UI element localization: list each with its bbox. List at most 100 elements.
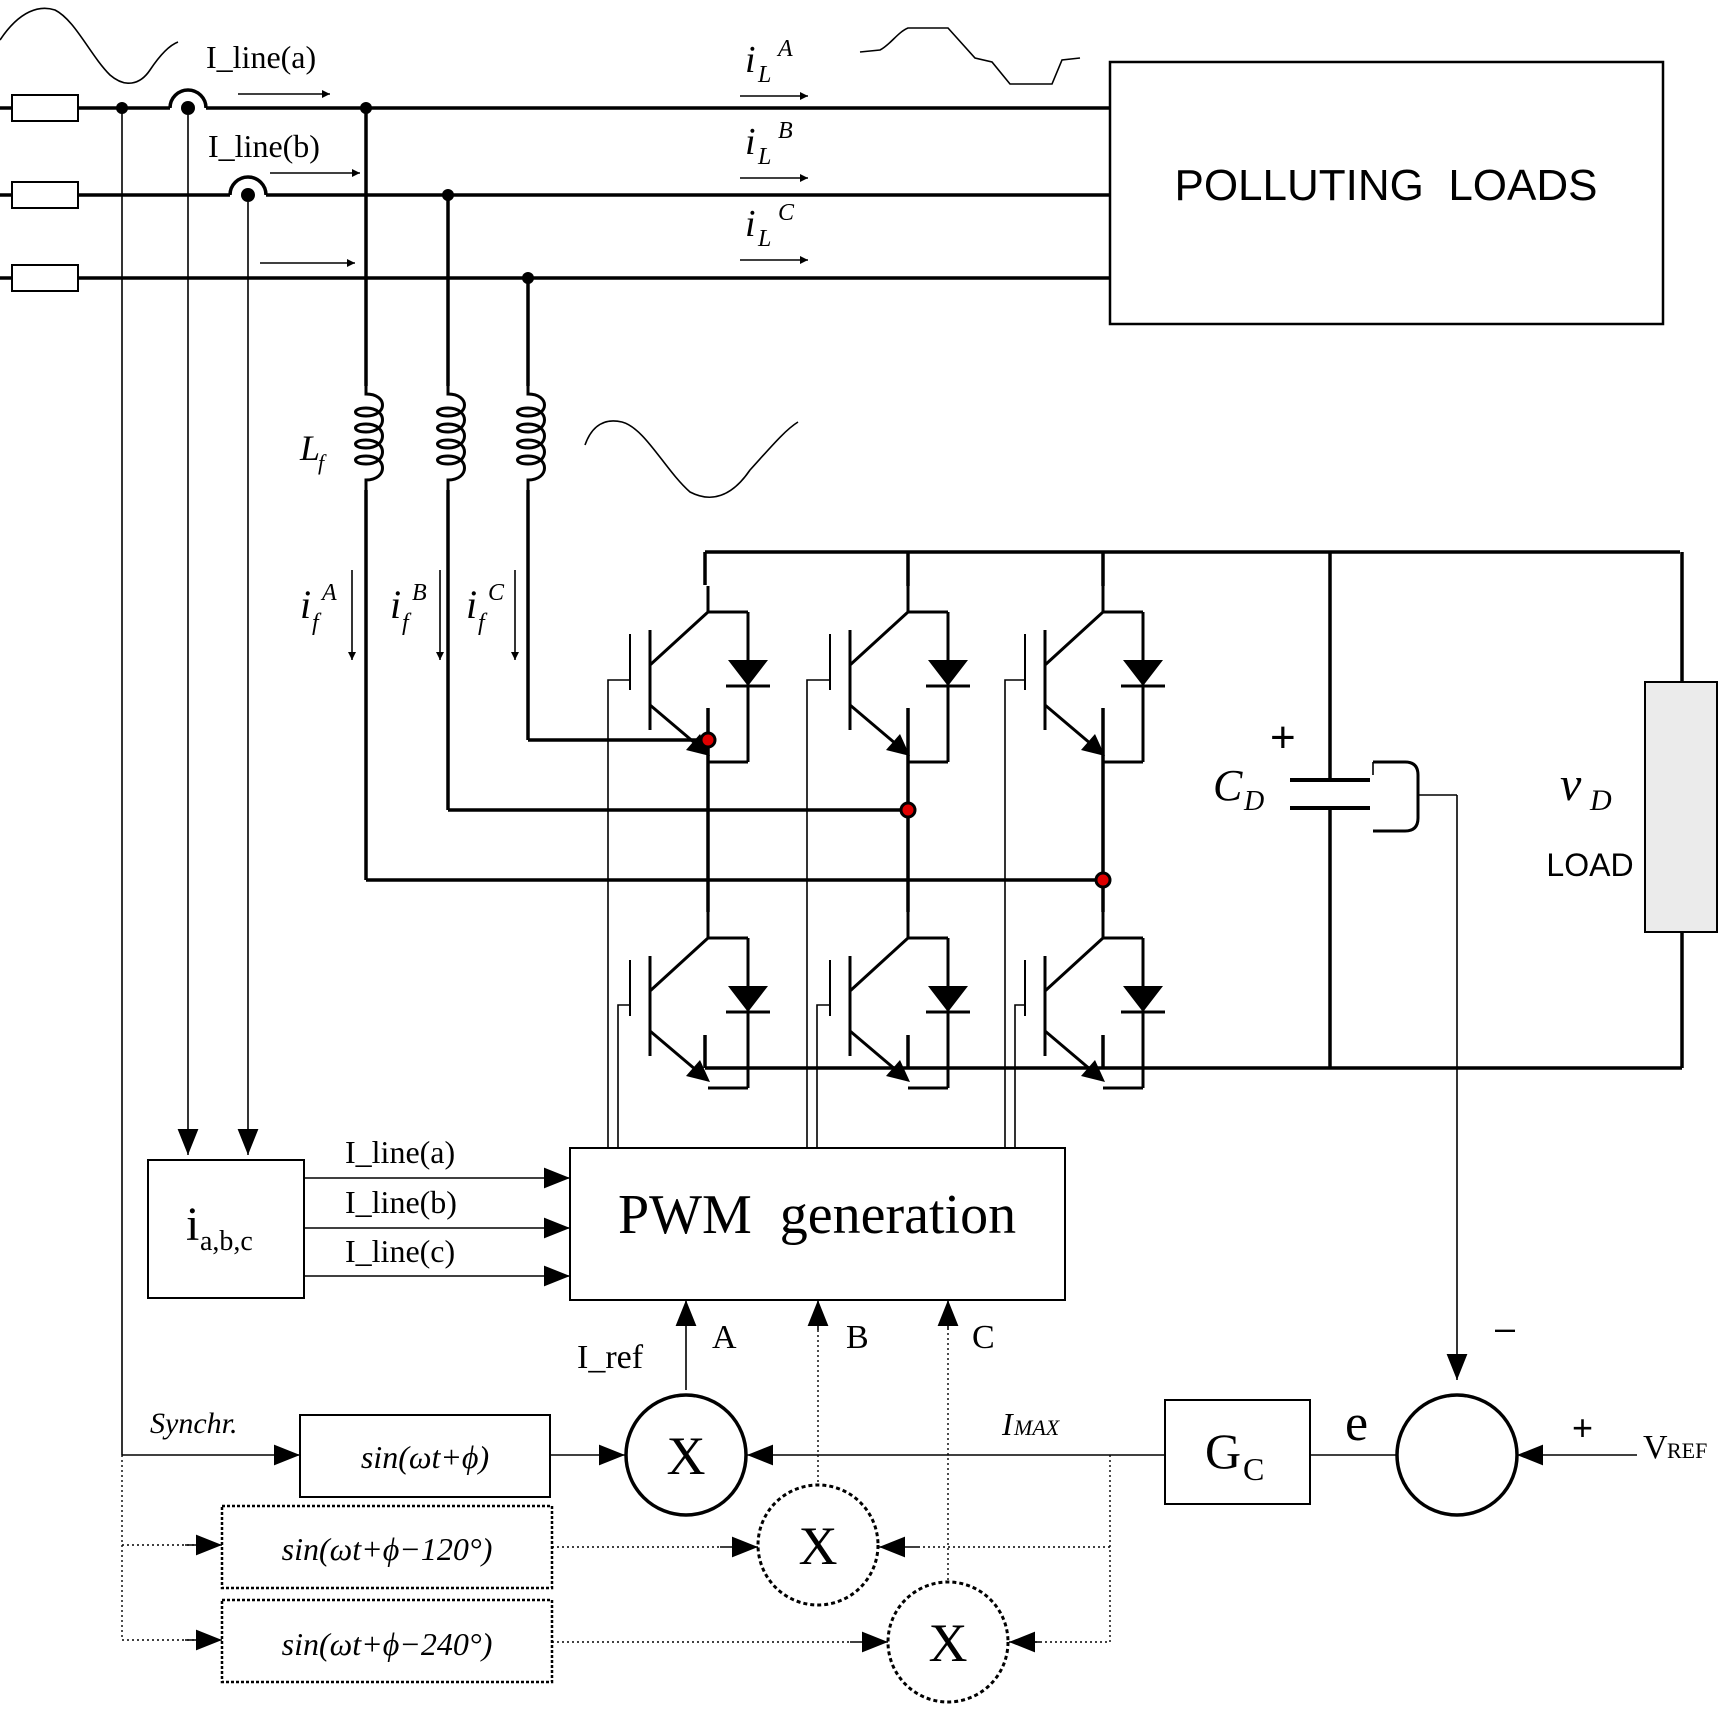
filter-branch-wires xyxy=(364,108,1103,882)
junction-node xyxy=(360,102,372,114)
dc-voltage-label: v D xyxy=(1560,758,1612,817)
source-impedance-a xyxy=(11,94,79,122)
load-current-symbol: i xyxy=(745,121,756,163)
dc-voltage-subscript: D xyxy=(1589,784,1612,817)
sine-generator-c-label: sin(ωt+ϕ−240°) xyxy=(282,1626,493,1662)
igbt-lower-b xyxy=(828,910,972,1090)
capacitor-symbol: C xyxy=(1213,761,1243,810)
filter-inductor-b xyxy=(436,384,466,492)
pwm-generation-block xyxy=(569,1147,1066,1301)
filter-current-symbol: i xyxy=(390,582,401,627)
load-current-subscript: L xyxy=(757,62,771,88)
imax-symbol: I xyxy=(1001,1406,1014,1442)
igbt-lower-a xyxy=(628,910,772,1090)
reference-c-label: C xyxy=(972,1319,995,1356)
multiplier-b xyxy=(756,1483,880,1607)
phase-node-c xyxy=(1094,871,1112,889)
filter-current-c-superscript: C xyxy=(488,580,505,606)
multiplier-a xyxy=(624,1393,748,1517)
current-sensor-a xyxy=(181,101,195,115)
voltage-reference-symbol: V xyxy=(1643,1429,1668,1466)
junction-node xyxy=(442,189,454,201)
dc-capacitor-label: C D xyxy=(1213,761,1264,817)
inductor-symbol: L xyxy=(299,428,320,468)
dc-voltage-sensor xyxy=(1373,760,1420,833)
sine-generator-c xyxy=(220,1598,554,1684)
error-signal-label: e xyxy=(1345,1395,1368,1452)
polluting-loads-box xyxy=(1108,60,1665,326)
load-current-symbol: i xyxy=(745,203,756,245)
load-current-waveform xyxy=(859,27,1081,85)
voltage-controller-label: G C xyxy=(1205,1423,1264,1487)
filter-current-symbol: i xyxy=(466,582,477,627)
multiplier-b-symbol: X xyxy=(799,1516,838,1576)
igbt-lower-c xyxy=(1023,910,1167,1090)
filter-current-a-label: i f A xyxy=(300,580,337,636)
load-current-c-superscript: C xyxy=(778,200,795,226)
filter-inductor-a xyxy=(354,384,384,492)
voltage-reference-subscript: REF xyxy=(1667,1438,1707,1463)
phase-node-b xyxy=(899,801,917,819)
capacitor-subscript: D xyxy=(1243,786,1264,817)
inverter-bridge xyxy=(703,550,1682,1070)
inductor-subscript: f xyxy=(318,450,327,475)
voltage-controller-symbol: G xyxy=(1205,1423,1241,1479)
load-current-a-superscript: A xyxy=(776,36,793,62)
current-measurement-label: i a,b,c xyxy=(186,1198,253,1257)
filter-inductor-label: L f xyxy=(299,428,327,475)
summing-junction xyxy=(1395,1393,1519,1517)
reference-b-label: B xyxy=(846,1319,869,1356)
voltage-controller-block xyxy=(1164,1399,1311,1505)
pwm-input-b-label: I_line(b) xyxy=(345,1184,457,1220)
current-measurement-symbol: i xyxy=(186,1198,199,1251)
dc-load-resistor xyxy=(1644,681,1718,933)
imax-label: I MAX xyxy=(1001,1406,1061,1442)
source-impedance-b xyxy=(11,181,79,209)
imax-subscript: MAX xyxy=(1013,1415,1061,1440)
line-current-b-label: I_line(b) xyxy=(208,128,320,164)
load-current-a-label: i L A xyxy=(745,36,793,88)
line-conductors xyxy=(0,88,1110,280)
filter-current-subscript: f xyxy=(402,610,412,636)
load-current-subscript: L xyxy=(757,144,771,170)
multiplier-a-symbol: X xyxy=(667,1426,706,1486)
multiplier-c xyxy=(886,1580,1010,1704)
current-measurement-block xyxy=(147,1159,305,1299)
filter-current-symbol: i xyxy=(300,582,311,627)
capacitor-plus-sign: + xyxy=(1270,713,1296,762)
voltage-reference-label: V REF xyxy=(1643,1429,1707,1466)
junction-node xyxy=(522,272,534,284)
filter-current-subscript: f xyxy=(478,610,488,636)
current-sensor-b xyxy=(241,188,255,202)
load-current-symbol: i xyxy=(745,39,756,81)
polluting-loads-label: POLLUTING LOADS xyxy=(1174,161,1597,210)
igbt-upper-b xyxy=(828,584,972,764)
sine-generator-a xyxy=(299,1414,551,1498)
reference-plus-sign: + xyxy=(1572,1407,1593,1448)
dc-voltage-symbol: v xyxy=(1560,758,1582,811)
filter-current-waveform xyxy=(584,420,799,498)
filter-current-a-superscript: A xyxy=(320,580,337,606)
igbt-upper-a xyxy=(628,584,772,764)
phase-node-a xyxy=(699,731,717,749)
synchronization-label: Synchr. xyxy=(150,1407,237,1440)
voltage-controller-subscript: C xyxy=(1243,1451,1264,1487)
dc-load-label: LOAD xyxy=(1546,847,1633,883)
multiplier-c-symbol: X xyxy=(929,1613,968,1673)
load-current-b-label: i L B xyxy=(745,118,793,170)
pwm-input-c-label: I_line(c) xyxy=(345,1233,455,1269)
load-current-subscript: L xyxy=(757,226,771,252)
sine-generator-b-label: sin(ωt+ϕ−120°) xyxy=(282,1531,493,1567)
reference-a-label: A xyxy=(712,1319,737,1356)
gate-drive-lines xyxy=(607,679,1025,1150)
dc-capacitor xyxy=(1290,552,1370,1068)
load-current-b-superscript: B xyxy=(778,118,793,144)
filter-current-c-label: i f C xyxy=(466,580,505,636)
source-impedance-c xyxy=(11,264,79,292)
filter-current-subscript: f xyxy=(312,610,322,636)
filter-inductor-c xyxy=(516,384,546,492)
feedback-minus-sign: – xyxy=(1495,1307,1515,1348)
filter-current-b-superscript: B xyxy=(412,580,427,606)
filter-current-b-label: i f B xyxy=(390,580,427,636)
